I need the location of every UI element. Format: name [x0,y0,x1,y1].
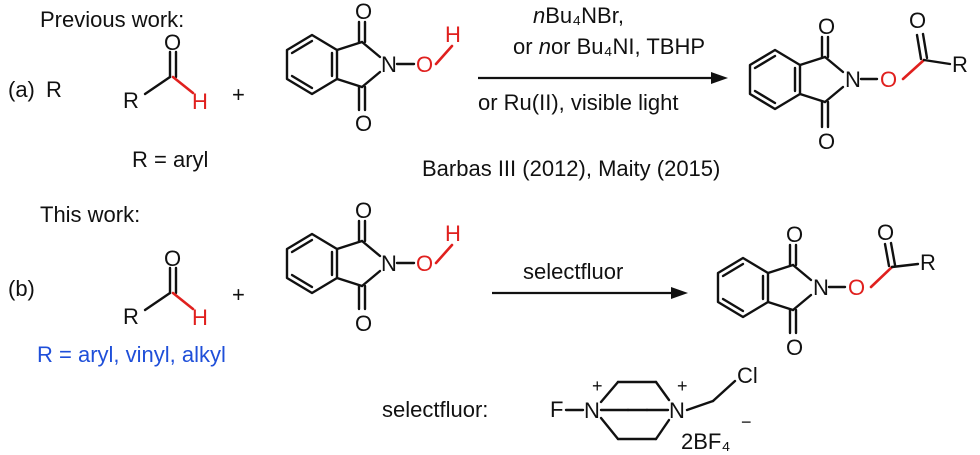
arrow-b-head [671,287,688,299]
previous-work-heading: Previous work: [40,7,184,32]
conditions-b: selectfluor [523,259,623,284]
nhpi-b-oh-o: O [416,251,433,276]
aldehyde-b-o: O [164,246,181,271]
product-a-ester-o: O [880,67,897,92]
product-b-r: R [920,250,936,275]
selectfluor-structure: F N + N + Cl [550,363,758,441]
counterion-charge: − [741,412,752,432]
product-b: O O N O O R [716,220,936,360]
conditions-a-line3: or Ru(II), visible light [478,90,679,115]
nhpi-a-bottom-o: O [355,111,372,136]
section-a-r-marker: R [46,77,62,102]
aldehyde-b: O R H [123,246,208,330]
nhpi-a-n: N [381,52,397,77]
nhpi-b-n: N [381,251,397,276]
aldehyde-a-scope: R = aryl [132,147,208,172]
aldehyde-a: O R H [123,30,208,114]
product-b-carbonyl-o: O [877,220,894,245]
nhpi-b-oh-h: H [445,221,461,246]
product-a-n: N [845,67,861,92]
aldehyde-a-h: H [192,89,208,114]
nhpi-b: O O N O H [285,198,461,336]
product-b-top-o: O [786,222,803,247]
arrow-a-head [711,72,728,84]
nhpi-b-top-o: O [355,198,372,223]
selectfluor-cl: Cl [737,363,758,388]
section-a-label: (a) [8,77,35,102]
selectfluor-f: F [550,397,563,422]
product-b-ester-o: O [848,275,865,300]
selectfluor-n1: N [584,398,600,423]
aldehyde-b-scope: R = aryl, vinyl, alkyl [37,342,226,367]
nhpi-a: O O N O H [285,0,461,136]
plus-sign-a: + [232,82,245,107]
counterion: 2BF₄ [681,429,730,454]
product-a: O O N O O R [748,8,968,154]
product-b-bottom-o: O [786,335,803,360]
aldehyde-b-r: R [123,304,139,329]
aldehyde-a-o: O [164,30,181,55]
aldehyde-b-h: H [192,305,208,330]
selectfluor-n1-charge: + [592,376,603,396]
nhpi-a-oh-h: H [445,22,461,47]
section-b-label: (b) [8,276,35,301]
nhpi-b-bottom-o: O [355,311,372,336]
selectfluor-label: selectfluor: [382,397,488,422]
product-a-carbonyl-o: O [909,8,926,33]
selectfluor-n2: N [669,398,685,423]
nhpi-a-oh-o: O [416,52,433,77]
citation: Barbas III (2012), Maity (2015) [422,156,720,181]
this-work-heading: This work: [40,202,140,227]
conditions-a-line2: or nor Bu₄NI, TBHP [513,34,705,59]
selectfluor-n2-charge: + [677,376,688,396]
plus-sign-b: + [232,282,245,307]
aldehyde-a-r: R [123,88,139,113]
product-a-top-o: O [818,14,835,39]
product-a-r: R [952,52,968,77]
conditions-a-line1: nBu₄NBr, [533,3,624,28]
nhpi-a-top-o: O [355,0,372,24]
product-a-bottom-o: O [818,129,835,154]
product-b-n: N [813,275,829,300]
